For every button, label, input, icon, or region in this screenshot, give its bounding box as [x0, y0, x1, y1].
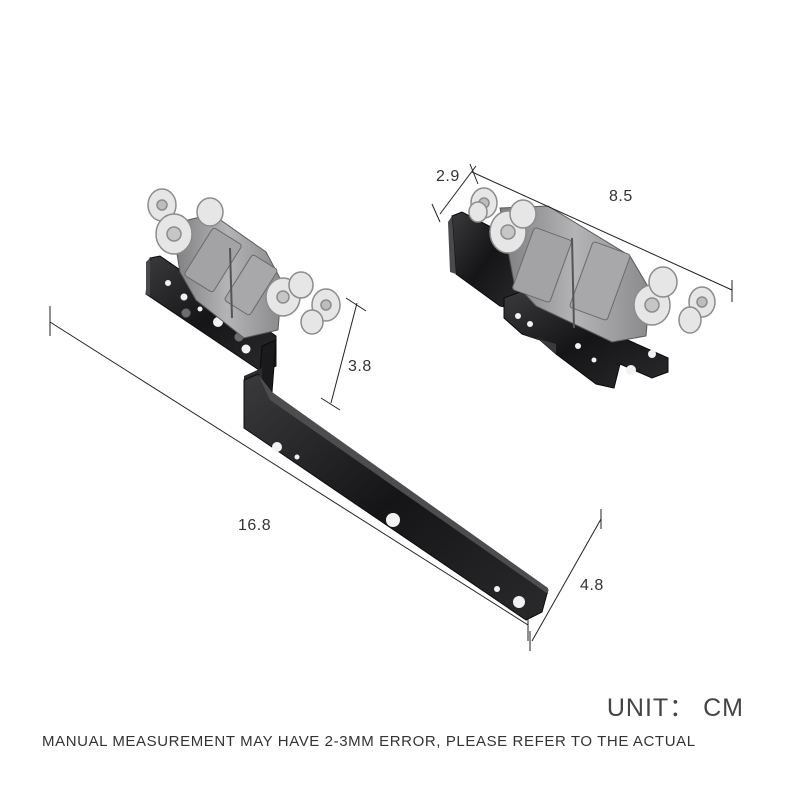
dim-line-short-depth: [439, 165, 477, 215]
dimension-label-long-length: 16.8: [238, 517, 272, 534]
short-bracket-holes: [515, 313, 656, 375]
long-bracket-wheels: [147, 188, 341, 335]
dimension-label-long-height: 3.8: [348, 358, 372, 375]
dimension-label-short-depth: 2.9: [436, 168, 460, 185]
dimension-lines: [49, 163, 733, 651]
dim-line-long-width: [531, 518, 602, 642]
long-bracket-roller-carriage: [171, 213, 283, 339]
short-hanger-bracket: [448, 187, 716, 389]
long-bracket-holes: [165, 280, 525, 608]
dimension-label-long-width: 4.8: [580, 577, 604, 594]
dim-line-long-length: [49, 321, 529, 626]
unit-label: UNIT： CM: [606, 694, 744, 722]
dim-line-short-length: [471, 171, 733, 291]
long-hanger-bracket: [145, 188, 549, 621]
short-bracket-wheels: [468, 187, 716, 334]
dim-line-long-height: [330, 302, 358, 404]
short-bracket-roller-carriage: [499, 205, 651, 343]
dimension-label-short-length: 8.5: [609, 188, 633, 205]
measurement-note: MANUAL MEASUREMENT MAY HAVE 2-3MM ERROR,…: [42, 733, 696, 750]
